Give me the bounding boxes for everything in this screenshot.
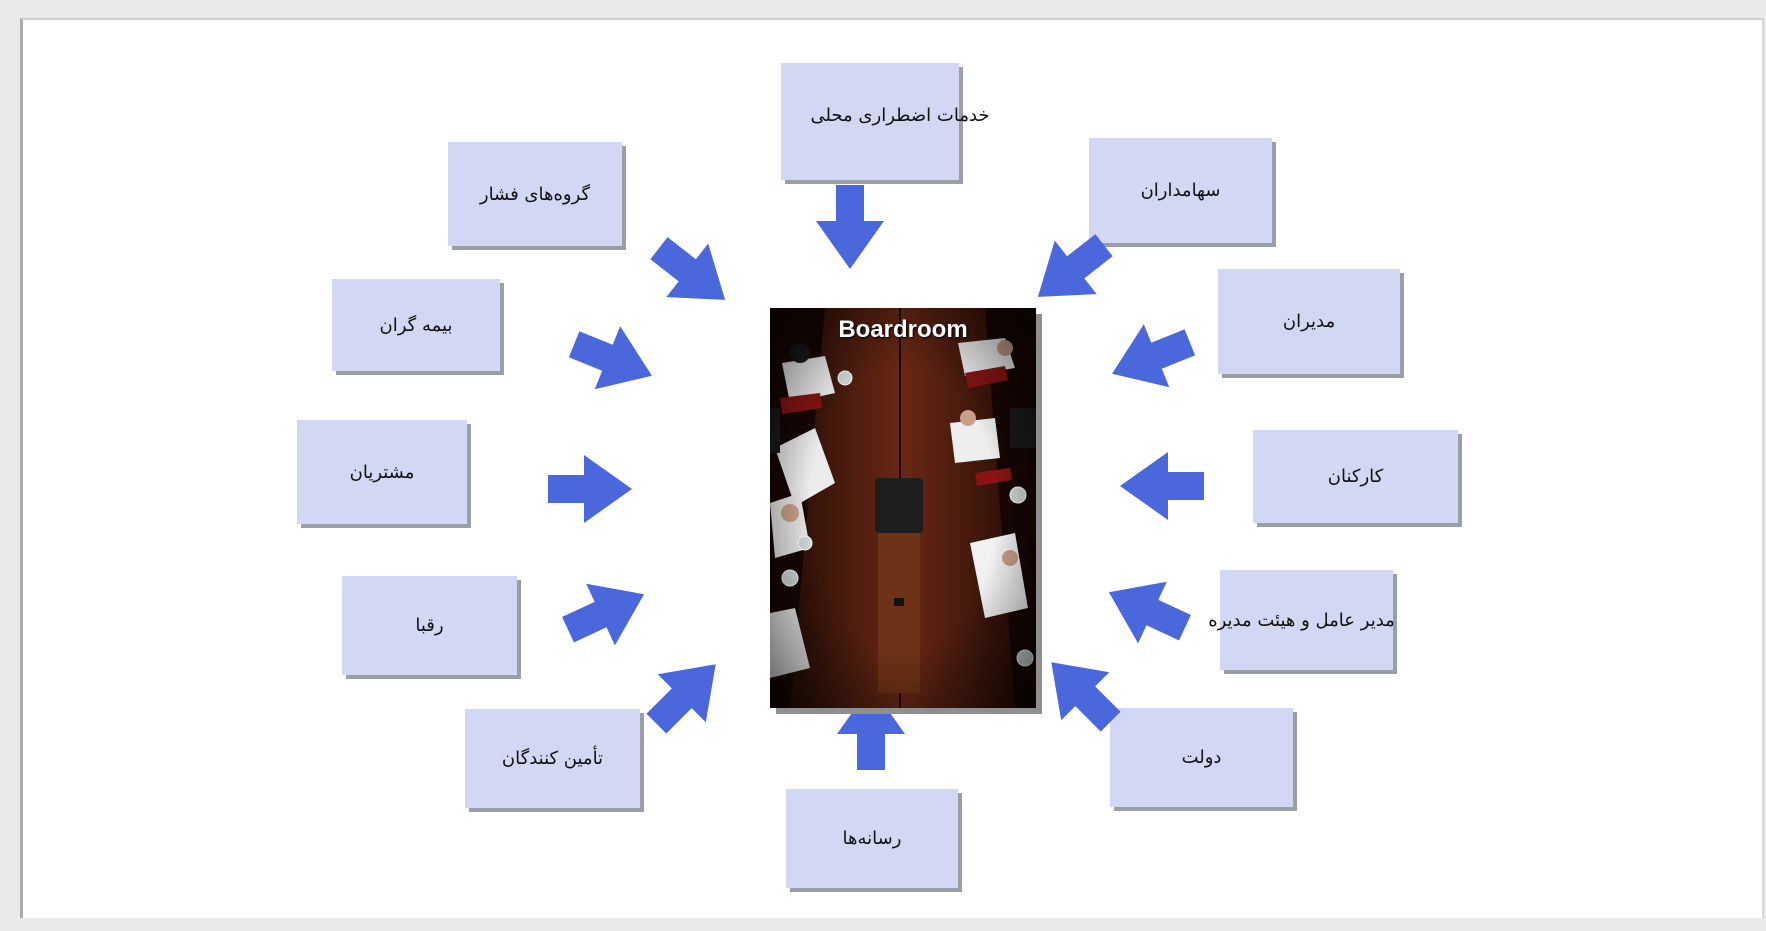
- slide-canvas: خدمات اضطراری محلی سهامداران مدیران کارک…: [20, 18, 1764, 918]
- arrow-from-customers: [548, 447, 632, 531]
- stakeholder-label: مدیران: [1282, 311, 1336, 332]
- stakeholder-box-ceo-board: مدیر عامل و هیئت مدیره: [1208, 570, 1395, 670]
- stakeholder-box-insurers: بیمه گران: [332, 279, 500, 371]
- stakeholder-label: کارکنان: [1327, 466, 1384, 487]
- arrow-from-shareholders: [1012, 212, 1130, 330]
- stakeholder-label: مدیر عامل و هیئت مدیره: [1208, 609, 1395, 631]
- arrow-from-pressure-groups: [633, 215, 751, 333]
- stakeholder-box-pressure-groups: گروه‌های فشار: [448, 142, 622, 246]
- arrow-from-employees: [1120, 444, 1204, 528]
- stakeholder-box-employees: کارکنان: [1253, 430, 1458, 523]
- stakeholder-box-media: رسانه‌ها: [786, 789, 958, 888]
- stakeholder-label: گروه‌های فشار: [479, 183, 591, 205]
- arrow-from-ceo-board: [1091, 554, 1203, 666]
- stakeholder-box-competitors: رقبا: [342, 576, 517, 675]
- arrow-from-suppliers: [627, 635, 746, 754]
- arrow-from-local-emergency: [808, 185, 892, 269]
- arrow-from-government: [1022, 633, 1141, 752]
- stakeholder-box-shareholders: سهامداران: [1089, 138, 1272, 243]
- stakeholder-box-government: دولت: [1110, 708, 1293, 807]
- stakeholder-box-managers: مدیران: [1218, 269, 1400, 374]
- stakeholder-label: دولت: [1181, 747, 1222, 768]
- stakeholder-label: مشتریان: [349, 461, 415, 483]
- arrow-from-managers: [1096, 303, 1205, 412]
- stakeholder-label: خدمات اضطراری محلی: [810, 105, 990, 126]
- stakeholder-box-customers: مشتریان: [297, 420, 467, 524]
- arrow-from-insurers: [558, 305, 667, 414]
- stakeholder-label: سهامداران: [1140, 180, 1221, 201]
- boardroom-title: Boardroom: [838, 316, 968, 343]
- stakeholder-label: رقبا: [415, 615, 444, 636]
- stakeholder-label: رسانه‌ها: [842, 828, 902, 849]
- boardroom-image: Boardroom: [770, 308, 1036, 708]
- stakeholder-label: بیمه گران: [379, 314, 453, 336]
- stakeholder-box-local-emergency: خدمات اضطراری محلی: [781, 63, 990, 180]
- boardroom-table-illustration: [770, 308, 1036, 708]
- arrow-from-competitors: [550, 556, 662, 668]
- stakeholder-box-suppliers: تأمین کنندگان: [465, 709, 640, 808]
- stakeholder-label: تأمین کنندگان: [501, 748, 604, 769]
- arrow-from-media: [829, 686, 913, 770]
